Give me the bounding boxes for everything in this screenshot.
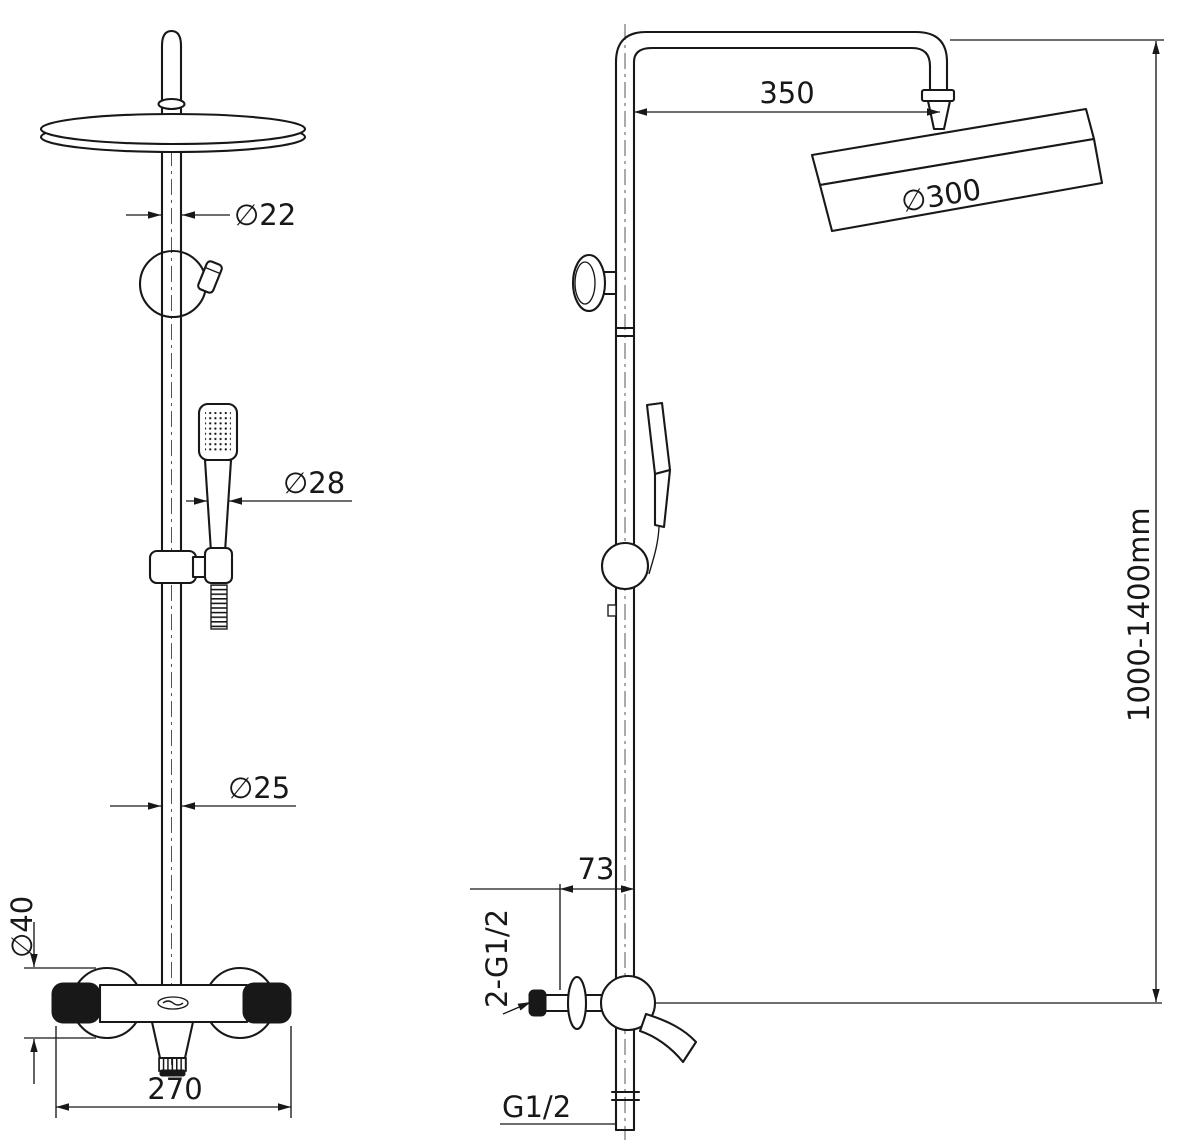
hand-shower-holder-cup [203,546,234,585]
front-dimensions: ∅22 ∅28 ∅25 ∅40 270 [5,198,352,1118]
rain-head-collar [157,97,186,111]
wall-bracket [138,249,208,319]
spout-front [150,1020,195,1060]
shower-arm-outer [614,30,949,92]
aerator [158,1057,187,1072]
pipe-top-cap [160,29,183,48]
front-view [39,29,307,1080]
dim-body-width: 270 [147,1072,202,1106]
wall-bracket-flange [571,253,607,313]
dim-handle-diameter: ∅40 [5,896,39,958]
slider-knob-side [600,541,650,591]
dim-arm-reach: 350 [759,76,814,110]
bracket-knob [197,260,223,294]
side-view [528,24,1162,1140]
wall-supply-elbow [528,989,547,1017]
side-dimensions: 350 ∅300 1000-1400mm 73 2-G1/2 G1/2 [470,39,1164,1125]
brand-mark [162,1000,184,1006]
rain-head-disc [39,112,307,146]
shower-arm-inner [632,46,932,92]
dim-height-range: 1000-1400mm [1122,507,1156,722]
dim-wall-offset: 73 [578,852,615,886]
dim-hand-shower-diameter: ∅28 [283,466,345,500]
spout-side [638,1012,698,1064]
mixer-right-handle [242,982,292,1024]
wall-supply-flange [566,975,588,1031]
hand-shower-side-handle [653,468,672,529]
dim-pipe-lower-diameter: ∅25 [228,771,290,805]
head-connector-nut [920,88,956,103]
hand-shower-spray-face [205,412,231,453]
dim-outlet-thread: G1/2 [502,1090,571,1124]
dim-inlet-thread: 2-G1/2 [480,909,514,1008]
mixer-left-handle [51,982,101,1024]
slider-bracket [148,549,198,585]
hose-strain-relief [210,584,228,630]
aerator-tip [159,1069,186,1077]
leader-line [502,1001,532,1015]
dim-pipe-top-diameter: ∅22 [234,198,296,232]
hand-shower-side-head [645,401,672,476]
hand-shower-hose [648,526,660,575]
hand-shower-handle [203,458,233,554]
head-ball-joint [926,99,952,131]
wall-bracket-flange-inner [574,261,596,305]
rain-head-side-under [818,137,1104,233]
slider-latch [607,604,617,617]
